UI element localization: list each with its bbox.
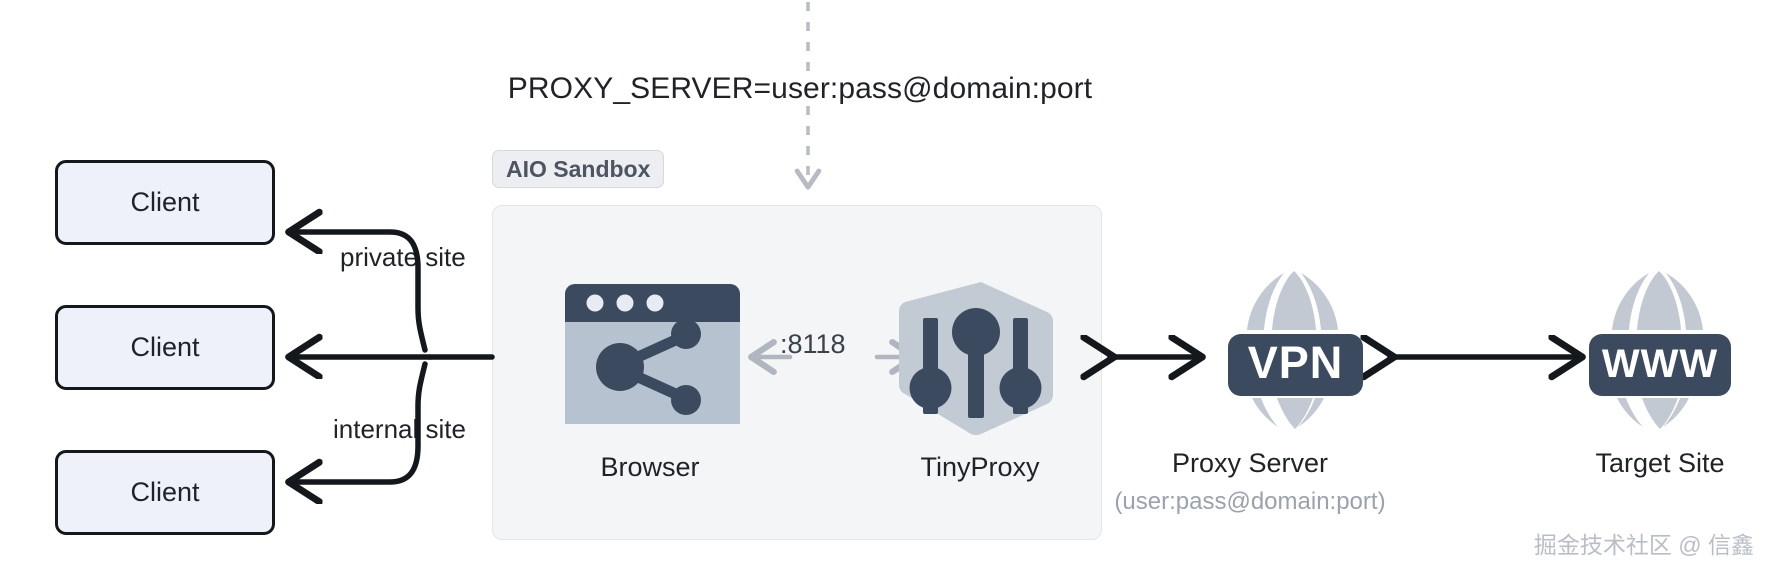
- branch-label-internal-site: internal site: [333, 414, 466, 444]
- globe-vpn-icon: VPN: [1228, 271, 1363, 429]
- aio-sandbox-label: AIO Sandbox: [492, 150, 665, 188]
- watermark: 掘金技术社区 @ 信鑫: [1533, 532, 1754, 558]
- caption-tinyproxy: TinyProxy: [920, 452, 1040, 482]
- globe-www-icon: WWW: [1589, 271, 1731, 429]
- caption-target-site: Target Site: [1595, 448, 1725, 478]
- client-box-3: Client: [55, 450, 275, 535]
- proxy-env-var-text: PROXY_SERVER=user:pass@domain:port: [507, 72, 1093, 105]
- www-badge-text: WWW: [1602, 342, 1718, 386]
- vpn-badge-text: VPN: [1248, 337, 1344, 388]
- aio-sandbox-container: [492, 205, 1102, 540]
- caption-proxy-server: Proxy Server: [1171, 448, 1329, 478]
- branch-label-private-site: private site: [340, 242, 466, 272]
- port-label: :8118: [780, 329, 846, 359]
- caption-browser: Browser: [600, 452, 700, 482]
- client-box-1: Client: [55, 160, 275, 245]
- client-box-2: Client: [55, 305, 275, 390]
- subcaption-proxy-credentials: (user:pass@domain:port): [1114, 488, 1386, 515]
